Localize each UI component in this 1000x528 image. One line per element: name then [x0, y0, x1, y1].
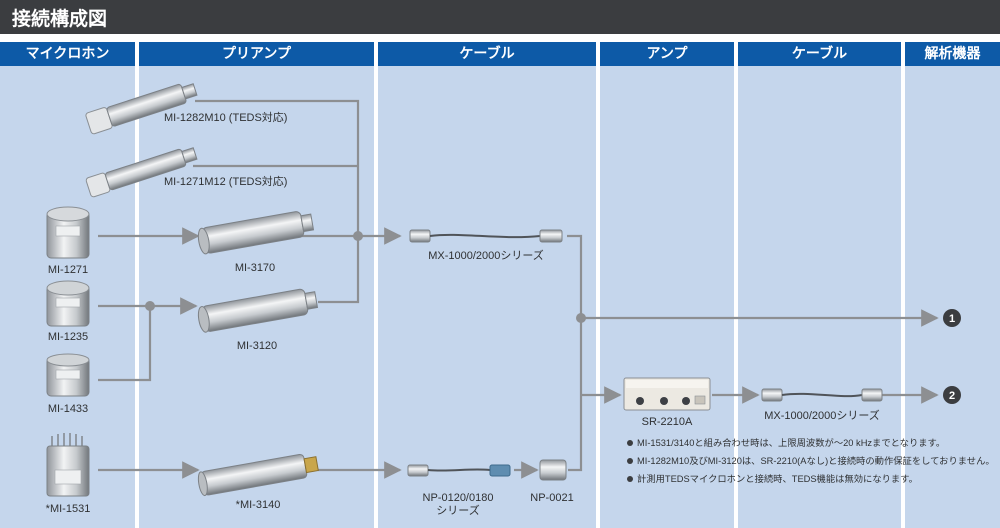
output-1-number: 1 — [949, 313, 955, 325]
mic-mi1271-image — [46, 206, 90, 259]
mic-mi1271m12-image — [85, 147, 198, 198]
column-amp: アンプ — [600, 42, 734, 528]
line-cable-vertical — [567, 234, 583, 472]
junction-dot — [353, 231, 363, 241]
label-np0120-line2: シリーズ — [436, 503, 479, 517]
label-mi3140: *MI-3140 — [236, 499, 281, 511]
label-np0120-line1: NP-0120/0180 — [423, 492, 494, 504]
notes: MI-1531/3140と組み合わせ時は、上限周波数が～20 kHzまでとなりま… — [627, 437, 995, 484]
note-3: 計測用TEDSマイクロホンと接続時、TEDS機能は無効になります。 — [637, 473, 918, 484]
cable-mx-top-image — [409, 229, 563, 243]
junction-dot — [145, 301, 155, 311]
label-mi3170: MI-3170 — [235, 262, 275, 274]
column-header-cable-2: ケーブル — [738, 42, 901, 66]
label-np0021: NP-0021 — [530, 492, 573, 504]
output-2-number: 2 — [949, 390, 955, 402]
preamp-mi3170-image — [197, 211, 315, 255]
line-preamp-bus — [195, 99, 360, 304]
component-labels: MI-1282M10 (TEDS対応) MI-1271M12 (TEDS対応) … — [46, 110, 880, 517]
column-analyzer: 解析機器 — [905, 42, 1000, 528]
label-mi1433: MI-1433 — [48, 403, 88, 415]
column-header-microphone: マイクロホン — [0, 42, 135, 66]
label-mx-top: MX-1000/2000シリーズ — [428, 248, 544, 262]
label-sr2210a: SR-2210A — [642, 416, 693, 428]
label-mx-bottom: MX-1000/2000シリーズ — [764, 408, 880, 422]
column-header-cable-1: ケーブル — [378, 42, 596, 66]
column-preamp: プリアンプ — [139, 42, 374, 528]
label-mi1271m12: MI-1271M12 (TEDS対応) — [164, 174, 287, 188]
page-title: 接続構成図 — [12, 8, 108, 30]
junction-dot — [576, 313, 586, 323]
junction-dots — [145, 231, 586, 323]
output-badge-2: 2 — [943, 386, 961, 404]
column-cable-1: ケーブル — [378, 42, 596, 528]
line-mi1433 — [98, 306, 152, 382]
label-mi1531: *MI-1531 — [46, 503, 91, 515]
mic-mi1531-image — [46, 433, 90, 497]
cable-mx-bottom-image — [761, 388, 883, 402]
cable-np0120-image — [407, 464, 511, 477]
mic-mi1433-image — [46, 353, 90, 397]
column-header-analyzer: 解析機器 — [905, 42, 1000, 66]
label-mi1235: MI-1235 — [48, 331, 88, 343]
preamp-mi3120-image — [197, 288, 319, 333]
mic-mi1282m10-image — [85, 83, 198, 135]
mic-mi1235-image — [46, 280, 90, 327]
adapter-np0021-image — [539, 459, 567, 481]
preamp-mi3140-image — [197, 453, 319, 497]
title-bar: 接続構成図 — [0, 0, 1000, 34]
note-2: MI-1282M10及びMI-3120は、SR-2210(Aなし)と接続時の動作… — [637, 455, 995, 466]
label-mi3120: MI-3120 — [237, 340, 277, 352]
note-1: MI-1531/3140と組み合わせ時は、上限周波数が～20 kHzまでとなりま… — [637, 437, 945, 448]
amp-sr2210a-image — [623, 377, 711, 411]
label-mi1282m10: MI-1282M10 (TEDS対応) — [164, 110, 287, 124]
column-header-preamp: プリアンプ — [139, 42, 374, 66]
output-badge-1: 1 — [943, 309, 961, 327]
column-header-amp: アンプ — [600, 42, 734, 66]
column-cable-2: ケーブル — [738, 42, 901, 528]
label-mi1271: MI-1271 — [48, 264, 88, 276]
